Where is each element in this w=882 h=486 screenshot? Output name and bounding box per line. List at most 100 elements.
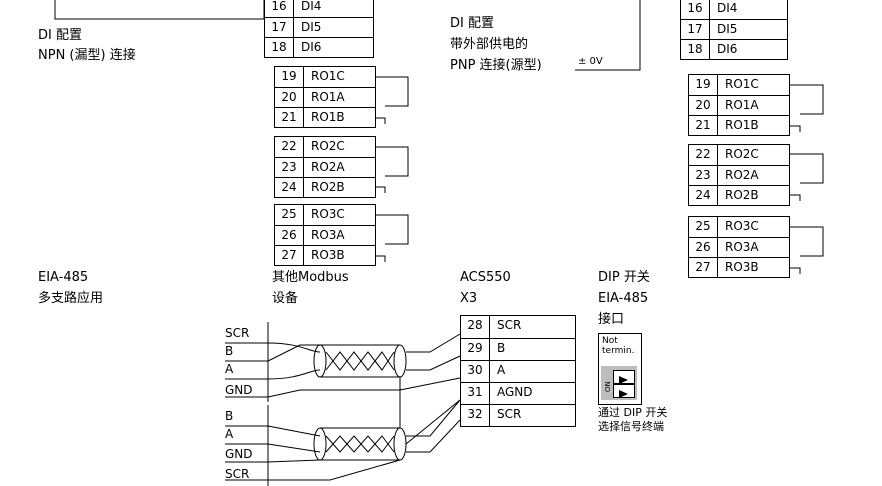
not-termin-label: Not termin. (602, 336, 635, 356)
terminal-label: RO1C (311, 69, 345, 83)
x3-label: X3 (460, 291, 478, 306)
right-di-line3: PNP 连接(源型) (450, 58, 542, 73)
terminal-label: RO2A (725, 168, 759, 182)
modbus-title: 其他Modbus (272, 270, 349, 285)
terminal-label: B (497, 341, 506, 355)
terminal-label: DI5 (301, 20, 322, 34)
terminal-number: 17 (681, 20, 710, 39)
relay1-loop-left (374, 76, 409, 107)
terminal-row: 18 DI6 (265, 37, 373, 57)
terminal-label: RO2C (725, 147, 759, 161)
terminal-number: 19 (275, 67, 304, 87)
terminal-row: 17 DI5 (681, 19, 787, 39)
terminal-label: RO1B (725, 118, 759, 132)
terminal-number: 32 (461, 405, 490, 426)
right-di-line2: 带外部供电的 (450, 37, 529, 52)
terminal-number: 20 (275, 88, 304, 107)
terminal-number: 23 (689, 166, 718, 185)
terminal-label: DI6 (717, 42, 738, 56)
terminal-number: 22 (689, 145, 718, 165)
terminal-label: RO3C (725, 219, 759, 233)
terminal-label: AGND (497, 385, 533, 399)
cable-label: GND (225, 383, 253, 397)
cable-label: B (225, 344, 234, 358)
on-label: ON (604, 381, 612, 392)
terminal-label: RO2C (311, 139, 345, 153)
terminal-label: SCR (497, 407, 522, 421)
right-di-terminal-block: 16 DI4 17 DI5 18 DI6 (680, 0, 788, 60)
dip-note-line2: 选择信号终端 (598, 420, 664, 433)
dip-note-line1: 通过 DIP 开关 (598, 406, 668, 419)
terminal-number: 26 (275, 226, 304, 245)
dip-title: DIP 开关 (598, 270, 650, 285)
terminal-label: SCR (497, 318, 522, 332)
dip-eia485: EIA-485 (598, 291, 649, 306)
terminal-label: RO3B (725, 260, 759, 274)
terminal-label: RO3A (725, 240, 759, 254)
terminal-number: 16 (681, 0, 710, 19)
modbus-subtitle: 设备 (272, 291, 299, 306)
terminal-label: RO1B (311, 110, 345, 124)
dip-switch-1[interactable] (613, 370, 635, 384)
terminal-label: RO1A (725, 98, 759, 112)
terminal-number: 29 (461, 339, 490, 360)
terminal-number: 19 (689, 75, 718, 95)
left-di-subtitle: NPN (漏型) 连接 (38, 48, 136, 63)
terminal-label: DI5 (717, 22, 738, 36)
terminal-number: 23 (275, 158, 304, 177)
left-di-bracket-wire (54, 0, 265, 20)
right-di-title: DI 配置 (450, 16, 494, 31)
terminal-number: 30 (461, 361, 490, 382)
terminal-label: RO3B (311, 248, 345, 262)
relay2-loop-left (374, 146, 409, 177)
terminal-label: RO3A (311, 228, 345, 242)
terminal-label: RO1A (311, 90, 345, 104)
terminal-number: 25 (275, 205, 304, 225)
terminal-number: 21 (275, 108, 304, 127)
terminal-number: 27 (689, 258, 718, 277)
left-di-title: DI 配置 (38, 28, 82, 43)
terminal-label: A (497, 363, 506, 377)
terminal-number: 22 (275, 137, 304, 157)
terminal-number: 25 (689, 217, 718, 237)
dip-interface: 接口 (598, 312, 625, 327)
cable-label: SCR (225, 326, 250, 340)
cable-label: B (225, 409, 234, 423)
terminal-label: RO1C (725, 77, 759, 91)
dip-switch-body: ON (601, 366, 637, 400)
dip-switch-2[interactable] (613, 384, 635, 398)
relay1-loop-right (789, 84, 824, 115)
cable-label: GND (225, 447, 253, 461)
terminal-number: 21 (689, 116, 718, 135)
terminal-number: 18 (681, 40, 710, 59)
arrow-right-icon (619, 390, 628, 398)
eia485-subtitle: 多支路应用 (38, 291, 104, 306)
terminal-number: 24 (689, 186, 718, 205)
relay2-loop-right (789, 153, 824, 184)
left-relay-block-1: 19 RO1C 20 RO1A 21 RO1B (274, 66, 376, 128)
relay3-loop-left (374, 214, 409, 245)
relay3-loop-right (789, 226, 824, 257)
terminal-row: 18 DI6 (681, 39, 787, 59)
eia485-title: EIA-485 (38, 270, 89, 285)
terminal-number: 31 (461, 383, 490, 404)
arrow-right-icon (619, 376, 628, 384)
zero-volt-label: ± 0V (578, 56, 603, 67)
terminal-number: 20 (689, 96, 718, 115)
terminal-number: 27 (275, 246, 304, 265)
terminal-number: 28 (461, 316, 490, 338)
terminal-number: 18 (265, 38, 294, 57)
terminal-label: DI4 (717, 1, 738, 15)
cable-label: A (225, 362, 234, 376)
terminal-row: 16 DI4 (681, 0, 787, 19)
right-di-bracket-wire (575, 0, 641, 71)
terminal-label: RO2B (311, 180, 345, 194)
terminal-label: DI6 (301, 40, 322, 54)
